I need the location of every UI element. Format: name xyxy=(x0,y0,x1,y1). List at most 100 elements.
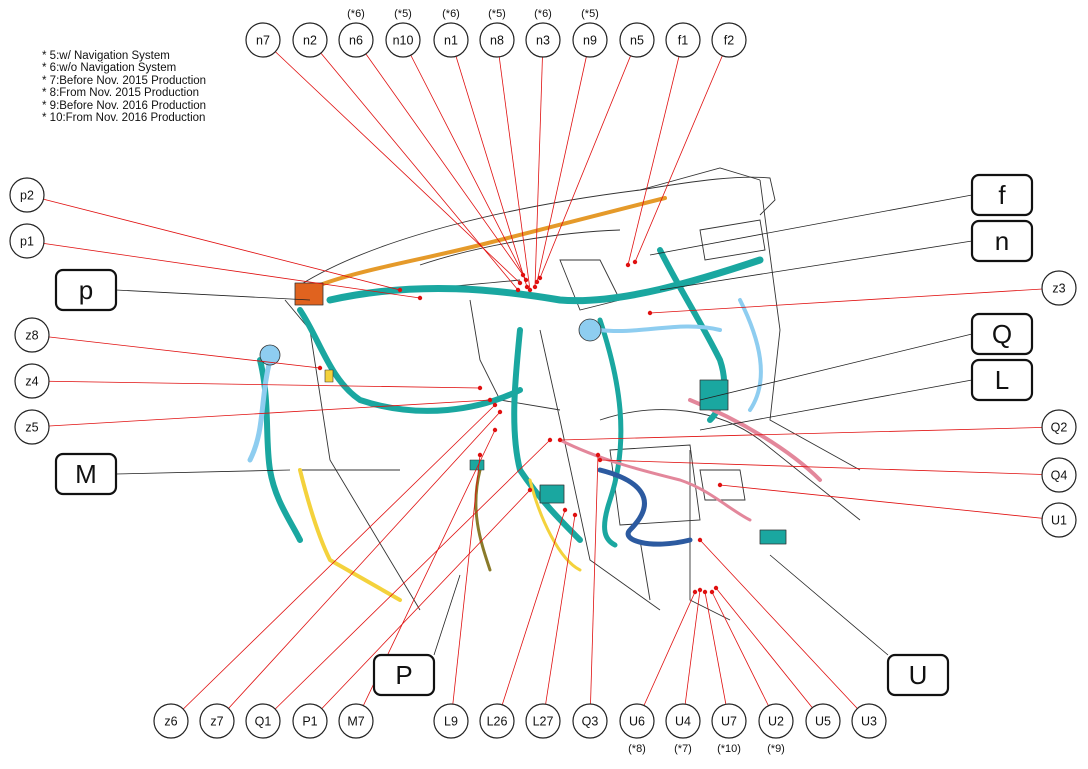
connector-id: U4 xyxy=(675,715,691,729)
connector-point xyxy=(692,589,698,595)
connector-P1: P1 xyxy=(292,703,328,739)
leader-line xyxy=(309,39,519,291)
leader-line xyxy=(599,459,1060,476)
group-label: Q xyxy=(992,319,1012,349)
connector-note: (*5) xyxy=(394,8,412,20)
group-leader-line xyxy=(115,469,291,475)
connector-circle xyxy=(338,22,374,58)
connector-U2: U2 (*9) xyxy=(758,703,794,755)
connector-L26: L26 xyxy=(479,703,515,739)
connector-point xyxy=(534,279,540,285)
connector-circle xyxy=(433,22,469,58)
leader-line xyxy=(262,439,551,722)
connector-id: z7 xyxy=(210,715,223,729)
harness-group-n: n xyxy=(970,219,1034,263)
connector-point xyxy=(417,295,423,301)
harness-group-U: U xyxy=(886,653,950,697)
connector-point xyxy=(717,482,723,488)
leader-line xyxy=(704,591,730,722)
connector-id: n9 xyxy=(583,34,597,48)
connector-point xyxy=(713,585,719,591)
connector-point xyxy=(515,287,521,293)
group-label: M xyxy=(75,459,97,489)
connector-note: (*6) xyxy=(442,8,460,20)
connector-n1: n1 (*6) xyxy=(433,8,469,58)
connector-circle xyxy=(199,703,235,739)
harness-group-Q: Q xyxy=(970,312,1034,356)
group-leader-line xyxy=(699,333,973,401)
connector-id: n3 xyxy=(536,34,550,48)
connector-n3: n3 (*6) xyxy=(525,8,561,58)
connector-n10: n10 (*5) xyxy=(385,8,421,58)
connector-point xyxy=(492,402,498,408)
connector-circle xyxy=(572,703,608,739)
connector-circle xyxy=(245,703,281,739)
connector-circle xyxy=(525,703,561,739)
connector-point xyxy=(557,437,563,443)
connector-point xyxy=(517,280,523,286)
connector-id: P1 xyxy=(302,715,317,729)
connector-circle xyxy=(14,317,50,353)
connector-U5: U5 xyxy=(805,703,841,739)
harness-group-p: p xyxy=(54,268,118,312)
leader-line xyxy=(496,509,566,722)
connector-n7: n7 xyxy=(245,22,281,58)
leader-line xyxy=(711,591,777,722)
leader-line xyxy=(536,39,591,283)
group-label: f xyxy=(998,180,1006,210)
connector-id: U7 xyxy=(721,715,737,729)
leader-line xyxy=(450,39,528,288)
connector-U7: U7(*10) xyxy=(711,703,747,755)
connector-circle xyxy=(14,409,50,445)
leader-line xyxy=(634,39,730,263)
connector-circle xyxy=(805,703,841,739)
connector-M7: M7 xyxy=(338,703,374,739)
connector-id: n1 xyxy=(444,34,458,48)
connector-circle xyxy=(665,22,701,58)
leader-line xyxy=(542,514,576,722)
connector-id: U2 xyxy=(768,715,784,729)
connector-circle xyxy=(619,703,655,739)
connector-circle xyxy=(851,703,887,739)
leader-line xyxy=(31,334,321,369)
connector-U6: U6(*8) xyxy=(619,703,655,755)
group-box xyxy=(54,268,118,312)
connector-id: n10 xyxy=(393,34,414,48)
connector-point xyxy=(572,512,578,518)
connector-Q3: Q3 xyxy=(572,703,608,739)
group-label: P xyxy=(395,660,412,690)
connector-point xyxy=(397,287,403,293)
connector-id: n7 xyxy=(256,34,270,48)
connector-z7: z7 xyxy=(199,703,235,739)
leader-line xyxy=(309,489,531,722)
connector-id: Q1 xyxy=(255,715,272,729)
group-leader-line xyxy=(769,554,889,656)
connector-f1: f1 xyxy=(665,22,701,58)
connector-note: (*9) xyxy=(767,743,785,755)
connector-z5: z5 xyxy=(14,409,50,445)
connector-id: p2 xyxy=(20,189,34,203)
connector-p1: p1 xyxy=(9,223,45,259)
connector-circle xyxy=(479,703,515,739)
leader-line xyxy=(589,454,599,722)
connector-note: (*6) xyxy=(534,8,552,20)
connector-point xyxy=(317,365,323,371)
connector-id: n8 xyxy=(490,34,504,48)
connector-point xyxy=(597,457,603,463)
leader-line xyxy=(26,194,401,291)
connector-point xyxy=(702,589,708,595)
connector-circle xyxy=(292,22,328,58)
connector-id: z4 xyxy=(25,375,38,389)
connector-circle xyxy=(245,22,281,58)
connector-point xyxy=(487,397,493,403)
connector-id: L27 xyxy=(533,715,554,729)
leader-line xyxy=(627,39,684,266)
connector-Q1: Q1 xyxy=(245,703,281,739)
connector-id: n5 xyxy=(630,34,644,48)
group-label: L xyxy=(995,365,1009,395)
connector-id: z5 xyxy=(25,421,38,435)
connector-U1: U1 xyxy=(1041,502,1077,538)
connector-circle xyxy=(525,22,561,58)
footnote: * 10:From Nov. 2016 Production xyxy=(42,112,206,125)
